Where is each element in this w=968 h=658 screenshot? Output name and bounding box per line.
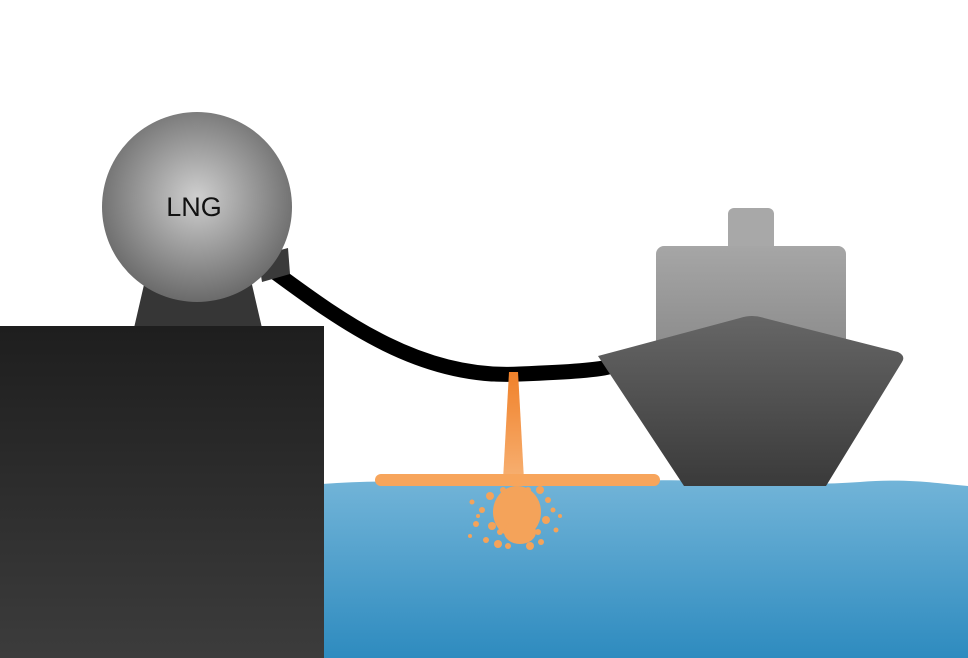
transfer-hose: [267, 263, 615, 382]
tank-label: LNG: [166, 192, 222, 222]
ship-hull: [598, 316, 904, 486]
lng-bubbles: [468, 486, 562, 550]
sea-water: [322, 480, 968, 658]
lng-leak-stream: [503, 372, 524, 480]
tank-sphere: [102, 112, 292, 302]
lng-surface-pool: [375, 474, 660, 486]
lng-carrier-ship: [598, 208, 904, 486]
lng-tank: LNG: [102, 112, 292, 302]
pier: [0, 326, 324, 658]
